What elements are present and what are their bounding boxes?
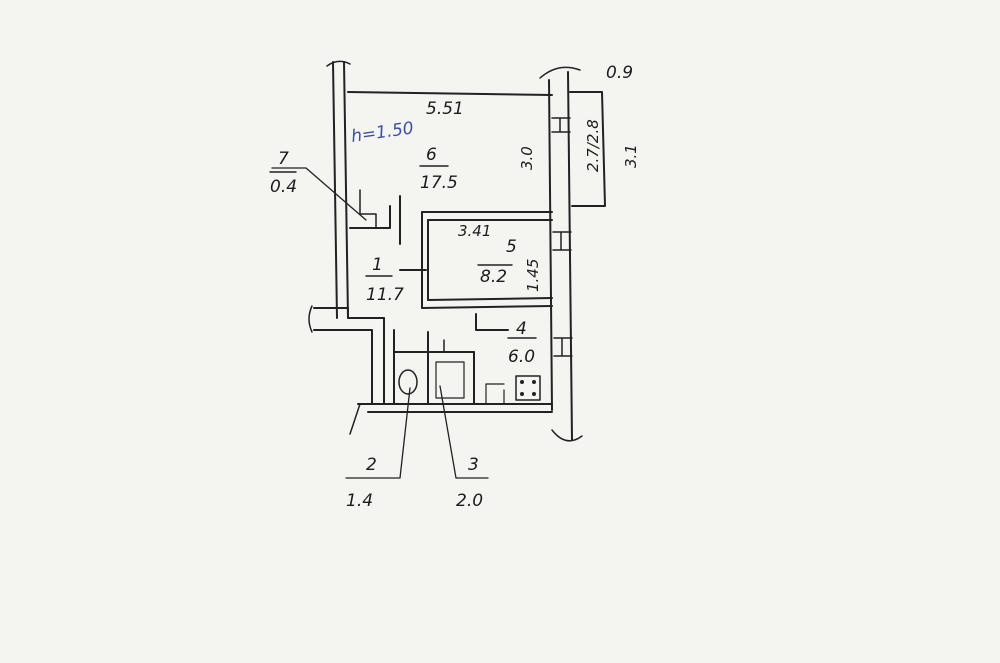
room-2-label: 2 1.4 (346, 455, 377, 511)
dim-window-b: 2.7/2.8 (584, 119, 602, 172)
room5-bottom-wall-a (421, 305, 553, 309)
dim-room5-width: 3.41 (458, 222, 491, 240)
right-wall-break-top (539, 66, 581, 79)
walls (308, 60, 606, 442)
entry-wall-top (313, 307, 385, 319)
room-number: 1 (372, 255, 383, 275)
dim-room5-height: 1.45 (524, 259, 542, 292)
room-7-label: 7 0.4 (270, 149, 297, 197)
leader-room3 (439, 385, 489, 479)
leader-lines (271, 167, 489, 479)
room-area: 8.2 (480, 267, 507, 287)
leader-room2 (345, 387, 411, 479)
room-number: 5 (506, 237, 517, 257)
room-1-label: 1 11.7 (366, 255, 404, 305)
right-wall-windows (551, 117, 573, 357)
dimension-labels: 5.51 0.9 h=1.50 3.41 1.45 3.0 2.7/2.8 3.… (350, 63, 640, 292)
right-wall-inner (548, 79, 553, 411)
room-5-label: 5 8.2 (480, 237, 517, 287)
stove-icon (515, 375, 541, 401)
room-number: 3 (468, 455, 479, 475)
room-number: 6 (426, 145, 437, 165)
dim-height-top: 0.9 (606, 63, 633, 83)
bathtub-icon (435, 361, 465, 399)
toilet-icon (398, 369, 418, 395)
sink-icon (485, 383, 505, 405)
closet-wall (349, 205, 391, 229)
dim-blue-note: h=1.50 (350, 118, 415, 147)
partition-tick-c (475, 313, 509, 331)
dim-width-top: 5.51 (426, 99, 464, 119)
dim-window-a: 3.0 (518, 146, 536, 170)
dim-window-c: 3.1 (622, 144, 640, 168)
right-wall-break-bottom (551, 429, 583, 442)
room-number: 7 (278, 149, 289, 169)
room-area: 1.4 (346, 491, 373, 511)
room-3-label: 3 2.0 (456, 455, 483, 511)
top-wall (347, 91, 553, 96)
room-labels: 7 0.4 6 17.5 5 8.2 1 11.7 4 6.0 2 1.4 3 … (270, 145, 535, 511)
room-area: 2.0 (456, 491, 483, 511)
room-6-label: 6 17.5 (420, 145, 458, 193)
room-number: 2 (366, 455, 377, 475)
room-area: 6.0 (508, 347, 535, 367)
room-area: 0.4 (270, 177, 297, 197)
right-wall-outer (567, 71, 573, 441)
left-wall-outer (332, 61, 338, 319)
entry-wall-bottom (313, 329, 373, 405)
bottom-break (349, 403, 361, 435)
leader-room7 (271, 167, 367, 221)
entry-break (308, 305, 313, 333)
room-area: 17.5 (420, 173, 458, 193)
fraction-bars (269, 165, 537, 339)
room-4-label: 4 6.0 (508, 319, 535, 367)
fixtures (398, 361, 541, 405)
balcony-outline (569, 91, 606, 207)
closet-inner (359, 189, 377, 229)
room-number: 4 (516, 319, 527, 339)
room5-bottom-wall-b (427, 297, 553, 301)
left-wall-break (326, 60, 351, 67)
left-wall-inner (343, 61, 349, 319)
room-area: 11.7 (366, 285, 404, 305)
